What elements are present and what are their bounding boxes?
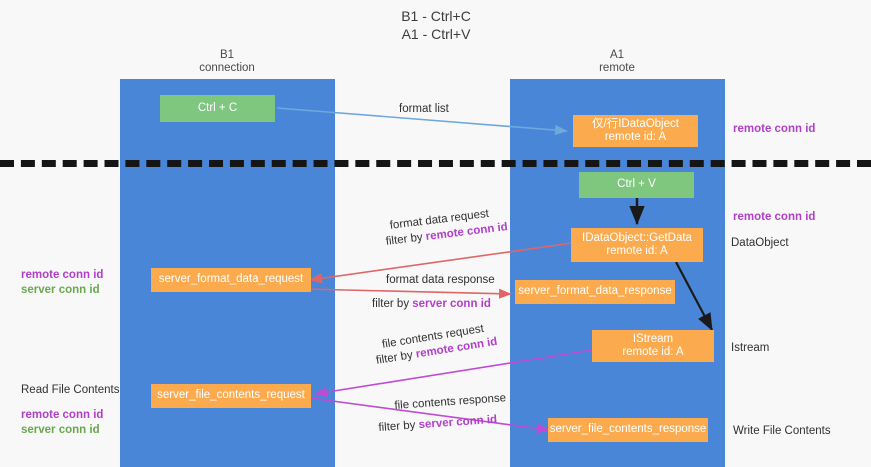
- box-server-file-contents-response[interactable]: server_file_contents_response: [548, 418, 708, 442]
- edge-label-file-contents-response-filter: filter by server conn id: [378, 413, 498, 436]
- box-idataobject[interactable]: 仅/行IDataObject remote id: A: [573, 115, 698, 147]
- box-idataobject-remote-id: remote id: A: [604, 131, 667, 143]
- legend-read-file-contents: Read File Contents: [21, 384, 120, 396]
- box-istream-remote-id: remote id: A: [622, 346, 684, 358]
- box-ctrl-c-label: Ctrl + C: [197, 101, 238, 114]
- legend-server-conn-id: server conn id: [21, 424, 100, 436]
- box-server-format-data-response[interactable]: server_format_data_response: [515, 280, 675, 304]
- edge-label-format-data-response: format data response: [386, 274, 495, 286]
- edge-label-format-list: format list: [399, 103, 449, 115]
- box-getdata-label: IDataObject::GetData: [582, 231, 692, 244]
- column-heading-a1: A1 remote: [599, 49, 635, 74]
- box-idataobject-label: 仅/行IDataObject: [592, 117, 679, 130]
- section-divider: [0, 160, 871, 167]
- filter-key-server-conn-id: server conn id: [412, 298, 491, 310]
- edge-label-format-data-response-filter: filter by server conn id: [372, 297, 491, 312]
- box-istream-label: IStream: [632, 332, 674, 345]
- filter-prefix: filter by: [378, 419, 420, 434]
- legend-server-conn-id: server conn id: [21, 284, 100, 296]
- right-label-remote-conn-id-mid: remote conn id: [733, 211, 816, 223]
- box-server-file-contents-request-label: server_file_contents_request: [157, 389, 305, 402]
- legend-remote-conn-id: remote conn id: [21, 409, 104, 421]
- edge-label-file-contents-response-text: file contents response: [394, 392, 507, 412]
- left-legend-bottom: Read File Contents remote conn id server…: [21, 383, 119, 438]
- filter-prefix: filter by: [385, 231, 427, 248]
- box-istream[interactable]: IStream remote id: A: [592, 330, 714, 362]
- box-server-format-data-request[interactable]: server_format_data_request: [151, 268, 311, 292]
- filter-prefix: filter by: [375, 348, 417, 367]
- filter-prefix: filter by: [372, 298, 413, 310]
- legend-remote-conn-id: remote conn id: [21, 269, 104, 281]
- left-legend-mid: remote conn id server conn id: [21, 268, 103, 298]
- column-heading-b1: B1 connection: [199, 49, 255, 74]
- box-ctrl-v-label: Ctrl + V: [617, 178, 656, 191]
- right-label-write-file-contents: Write File Contents: [733, 425, 831, 437]
- box-server-format-data-response-label: server_format_data_response: [518, 285, 672, 298]
- edge-label-file-contents-response: file contents response: [394, 391, 507, 414]
- box-ctrl-c[interactable]: Ctrl + C: [160, 95, 275, 122]
- filter-key-server-conn-id: server conn id: [418, 413, 498, 432]
- box-server-file-contents-response-label: server_file_contents_response: [549, 423, 707, 436]
- box-idataobject-getdata[interactable]: IDataObject::GetData remote id: A: [571, 228, 703, 262]
- right-label-istream: Istream: [731, 342, 770, 354]
- right-label-dataobject: DataObject: [731, 237, 789, 249]
- box-server-file-contents-request[interactable]: server_file_contents_request: [151, 384, 311, 408]
- page-title: B1 - Ctrl+C A1 - Ctrl+V: [401, 8, 471, 42]
- box-getdata-remote-id: remote id: A: [606, 245, 668, 257]
- right-label-remote-conn-id-top: remote conn id: [733, 123, 816, 135]
- box-ctrl-v[interactable]: Ctrl + V: [579, 172, 694, 198]
- box-server-format-data-request-label: server_format_data_request: [158, 273, 304, 286]
